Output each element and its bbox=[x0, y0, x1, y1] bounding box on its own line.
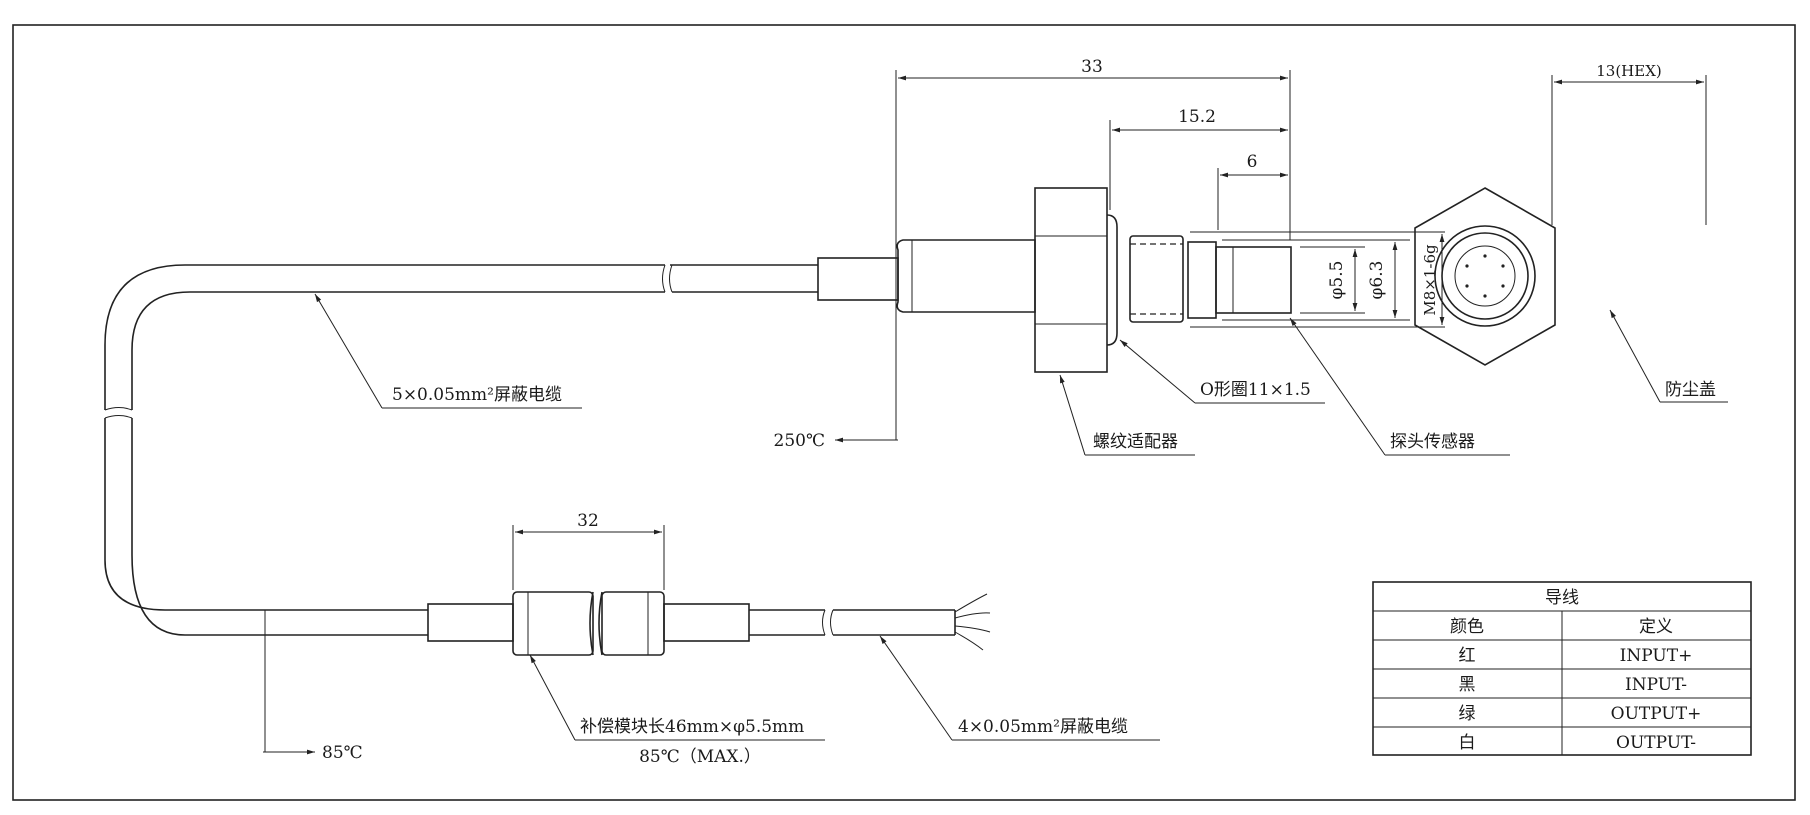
table-row: 白 OUTPUT- bbox=[1459, 733, 1696, 753]
o-ring-label: O形圈11×1.5 bbox=[1200, 380, 1311, 400]
wire-table: 导线 颜色 定义 红 INPUT+ 黑 INPUT- 绿 OUTPUT+ 白 O… bbox=[1372, 581, 1752, 756]
header-definition: 定义 bbox=[1639, 617, 1673, 637]
row-definition: OUTPUT- bbox=[1616, 733, 1696, 753]
comp-module-temp: 85℃（MAX.） bbox=[639, 747, 761, 767]
thread-adapter-part bbox=[1034, 187, 1108, 373]
table-row: 黑 INPUT- bbox=[1459, 675, 1687, 695]
row-definition: INPUT- bbox=[1625, 675, 1687, 695]
dim-hex: 13(HEX) bbox=[1596, 62, 1662, 80]
dimensions: 33 15.2 6 φ5.5 φ6.3 M8×1-6g 250℃ bbox=[774, 57, 1445, 451]
lower-cable: 32 85℃ 补偿模块长46mm×φ5.5mm 85℃（MAX.） 4×0.05… bbox=[322, 511, 1160, 767]
dim-33: 33 bbox=[1081, 57, 1103, 77]
dust-cap-label: 防尘盖 bbox=[1665, 380, 1716, 400]
temp-250-label: 250℃ bbox=[774, 431, 825, 451]
compensation-module-part bbox=[512, 591, 594, 656]
dim-dia-6-3: φ6.3 bbox=[1367, 261, 1387, 300]
dim-15-2: 15.2 bbox=[1178, 107, 1216, 127]
row-definition: OUTPUT+ bbox=[1611, 704, 1702, 724]
dim-32: 32 bbox=[577, 511, 599, 531]
dim-thread: M8×1-6g bbox=[1421, 244, 1439, 316]
upper-cable bbox=[104, 264, 818, 755]
row-color: 绿 bbox=[1459, 704, 1476, 724]
row-color: 黑 bbox=[1459, 675, 1476, 695]
probe-part bbox=[1215, 246, 1292, 314]
dim-6: 6 bbox=[1247, 152, 1258, 172]
table-row: 绿 OUTPUT+ bbox=[1459, 704, 1702, 724]
thread-adapter-label: 螺纹适配器 bbox=[1093, 432, 1178, 452]
row-color: 白 bbox=[1459, 733, 1476, 753]
hex-end-view: 13(HEX) 防尘盖 bbox=[1414, 62, 1728, 403]
comp-module-label: 补偿模块长46mm×φ5.5mm bbox=[580, 717, 804, 737]
row-definition: INPUT+ bbox=[1620, 646, 1693, 666]
table-title: 导线 bbox=[1545, 588, 1579, 608]
row-color: 红 bbox=[1459, 646, 1476, 666]
sensor-body bbox=[817, 187, 1445, 373]
o-ring-part bbox=[1106, 214, 1118, 346]
dim-dia-5-5: φ5.5 bbox=[1327, 261, 1347, 300]
header-color: 颜色 bbox=[1450, 617, 1484, 637]
temp-85-label: 85℃ bbox=[322, 743, 363, 763]
probe-sensor-label: 探头传感器 bbox=[1390, 432, 1475, 452]
drawing-border bbox=[12, 24, 1796, 801]
table-row: 红 INPUT+ bbox=[1459, 646, 1693, 666]
cable-4core-label: 4×0.05mm²屏蔽电缆 bbox=[958, 717, 1128, 737]
cable-5core-label: 5×0.05mm²屏蔽电缆 bbox=[392, 385, 562, 405]
upper-callouts: 5×0.05mm²屏蔽电缆 螺纹适配器 O形圈11×1.5 探头传感器 bbox=[314, 293, 1510, 456]
